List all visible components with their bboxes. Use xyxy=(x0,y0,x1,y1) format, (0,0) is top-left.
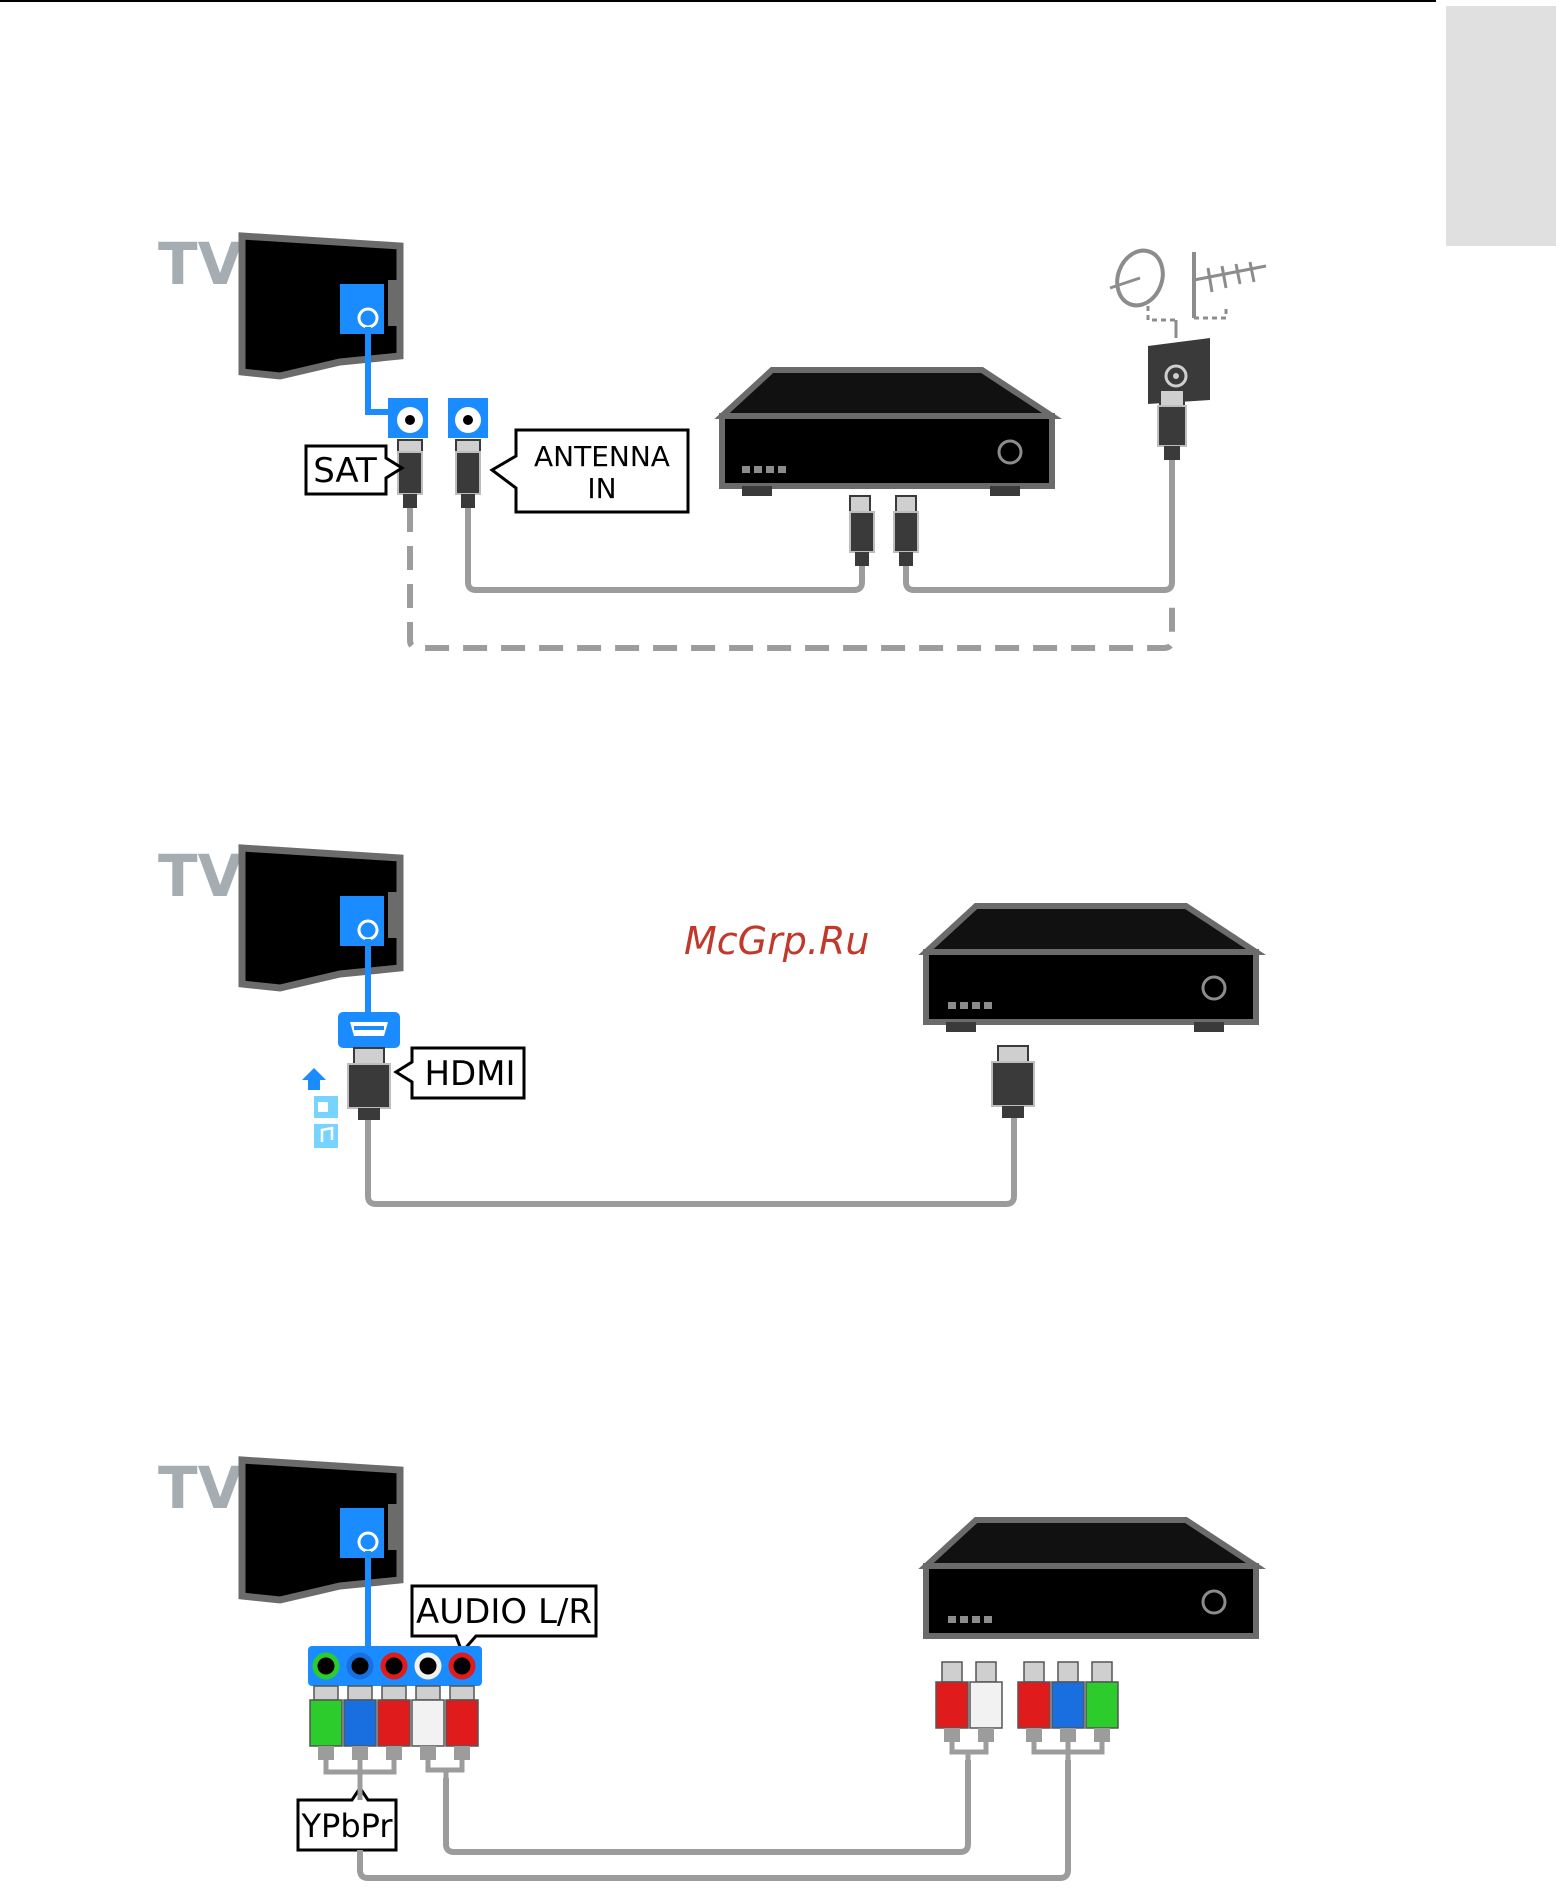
antenna-in-port xyxy=(448,398,488,508)
diagram-component-connection: TV AUDIO L/R xyxy=(158,1454,1256,1878)
diagram-hdmi-connection: TV HDMI xyxy=(158,842,1256,1204)
antenna-label-line2: IN xyxy=(587,472,616,505)
hdmi-label: HDMI xyxy=(424,1054,515,1094)
component-port-strip xyxy=(308,1646,482,1686)
set-top-box-icon xyxy=(926,906,1256,1032)
hdmi-plug-box xyxy=(992,1046,1034,1118)
hdmi-port xyxy=(338,1012,400,1048)
wall-socket-icon xyxy=(1148,338,1210,460)
tv-label: TV xyxy=(158,842,243,910)
diagram-antenna-connection: TV SAT xyxy=(158,230,1266,648)
audio-label: AUDIO L/R xyxy=(416,1592,592,1632)
sat-port xyxy=(388,398,428,508)
tv-icon xyxy=(242,236,400,376)
tv-label: TV xyxy=(158,1454,243,1522)
satellite-dish-icon xyxy=(1110,244,1176,320)
antenna-icon xyxy=(1176,252,1266,338)
watermark: McGrp.Ru xyxy=(684,919,869,963)
video-icon xyxy=(314,1096,338,1118)
tv-icon xyxy=(242,1460,400,1600)
sat-label: SAT xyxy=(313,451,377,491)
hdmi-plug-tv xyxy=(348,1048,390,1120)
tv-icon xyxy=(242,848,400,988)
box-plugs xyxy=(850,496,918,566)
ypbpr-callout: YPbPr xyxy=(298,1788,396,1850)
sat-callout: SAT xyxy=(306,446,402,494)
arrow-up-icon xyxy=(302,1068,326,1090)
set-top-box-icon xyxy=(926,1520,1256,1636)
tv-label: TV xyxy=(158,230,243,298)
rca-plugs-tv xyxy=(310,1686,478,1760)
antenna-label-line1: ANTENNA xyxy=(534,440,670,473)
music-note-icon xyxy=(314,1124,338,1148)
hdmi-callout: HDMI xyxy=(396,1048,524,1098)
ypbpr-label: YPbPr xyxy=(300,1807,393,1845)
set-top-box-icon xyxy=(722,370,1052,496)
audio-callout: AUDIO L/R xyxy=(412,1586,596,1652)
antenna-callout: ANTENNA IN xyxy=(492,430,688,512)
rca-plugs-box xyxy=(936,1662,1118,1742)
side-tab xyxy=(1446,6,1556,246)
